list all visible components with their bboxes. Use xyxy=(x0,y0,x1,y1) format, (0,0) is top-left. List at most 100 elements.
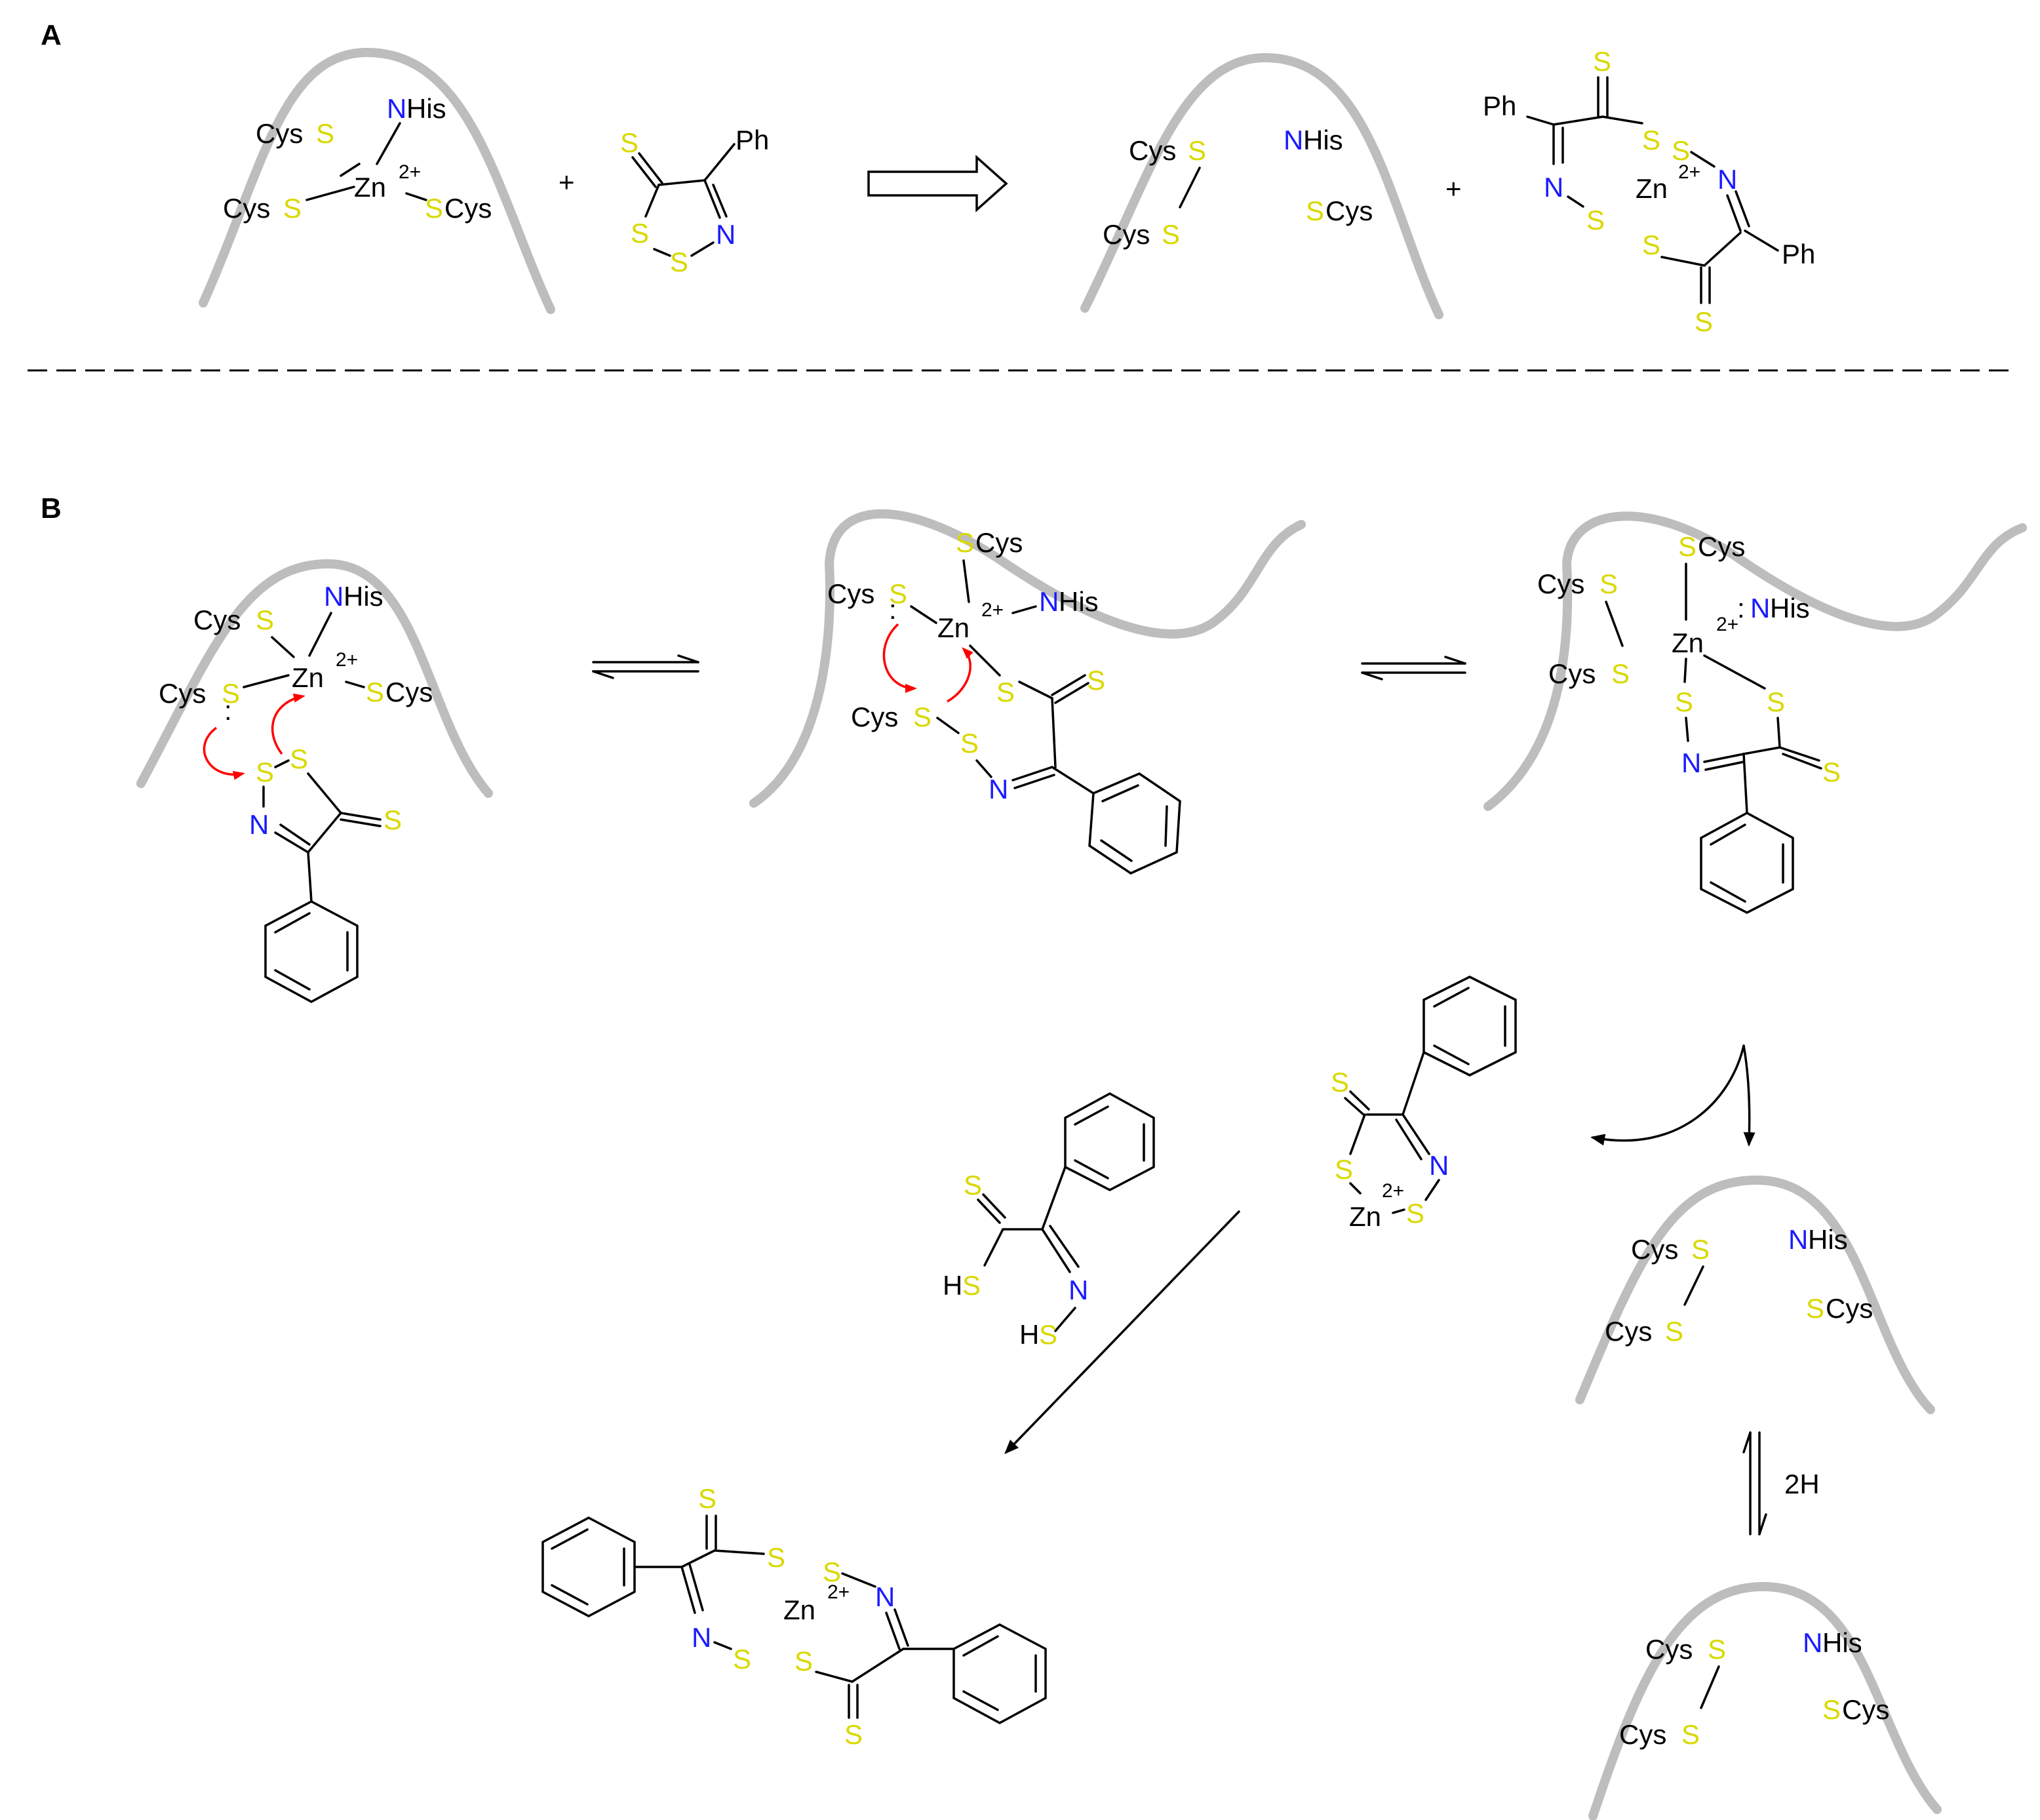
svg-text:Cys: Cys xyxy=(1325,195,1373,226)
svg-text:S: S xyxy=(283,193,302,224)
svg-text:S: S xyxy=(1681,1719,1700,1750)
svg-text:N: N xyxy=(989,774,1008,804)
svg-text:S: S xyxy=(366,677,384,707)
svg-text:S: S xyxy=(1672,135,1690,166)
svg-text:S: S xyxy=(823,1556,841,1587)
svg-text:S: S xyxy=(844,1719,863,1750)
zinc-intermediate-b2: S Cys Cys S : Zn 2+ N His S S Cys S S N xyxy=(827,527,1181,875)
svg-text:Cys: Cys xyxy=(1645,1634,1693,1665)
svg-text:N: N xyxy=(387,93,406,124)
svg-text:S: S xyxy=(962,1270,981,1301)
svg-text:S: S xyxy=(1767,686,1785,717)
svg-text:S: S xyxy=(1695,306,1713,337)
svg-text:S: S xyxy=(1406,1198,1424,1229)
svg-text:Zn: Zn xyxy=(783,1594,815,1625)
dithiazole-thione: S Ph N S S xyxy=(620,125,769,277)
equilibrium-arrow xyxy=(1361,656,1466,681)
zinc-site-a1: Cys S N His Zn 2+ Cys S S Cys xyxy=(223,93,492,224)
svg-text:S: S xyxy=(1586,205,1605,235)
svg-text:Cys: Cys xyxy=(1619,1719,1666,1750)
svg-text:Zn: Zn xyxy=(937,612,970,643)
disulfide-site-b5: Cys S Cys S N His S Cys xyxy=(1619,1627,1889,1750)
svg-text:Cys: Cys xyxy=(223,193,270,224)
svg-text:S: S xyxy=(1678,531,1697,562)
svg-text:Cys: Cys xyxy=(1537,568,1584,599)
svg-text:Cys: Cys xyxy=(827,578,874,609)
svg-text:S: S xyxy=(1593,46,1611,77)
svg-text:S: S xyxy=(1306,195,1324,226)
svg-text:Cys: Cys xyxy=(1631,1234,1678,1265)
svg-text::: : xyxy=(1737,593,1745,623)
svg-text:Zn: Zn xyxy=(354,172,386,203)
protein-loop xyxy=(136,559,493,798)
svg-text:Cys: Cys xyxy=(385,677,433,707)
svg-text:S: S xyxy=(222,678,240,709)
zinc-site-b1: Cys S N His Zn 2+ Cys S : S Cys S S S N xyxy=(159,581,433,1003)
svg-text:S: S xyxy=(290,743,308,774)
svg-text:N: N xyxy=(1750,593,1770,623)
svg-text:S: S xyxy=(1806,1293,1824,1324)
svg-text:S: S xyxy=(794,1646,813,1676)
svg-text:S: S xyxy=(1665,1316,1683,1347)
svg-text:S: S xyxy=(1822,1694,1841,1725)
svg-text:Cys: Cys xyxy=(1548,658,1596,689)
svg-text:S: S xyxy=(767,1542,785,1573)
svg-text:Cys: Cys xyxy=(193,604,241,635)
plus-sign: + xyxy=(559,167,575,197)
svg-text::: : xyxy=(889,594,897,625)
svg-text:His: His xyxy=(1059,586,1099,617)
svg-text:H: H xyxy=(943,1270,962,1301)
plus-sign: + xyxy=(1445,173,1462,204)
svg-text:N: N xyxy=(692,1622,711,1653)
svg-text:Ph: Ph xyxy=(1483,90,1516,121)
svg-text:Zn: Zn xyxy=(1349,1201,1381,1232)
svg-text:S: S xyxy=(1708,1634,1726,1665)
svg-text:S: S xyxy=(1642,125,1660,155)
reduction-equilibrium: 2H xyxy=(1742,1431,1820,1535)
svg-text:His: His xyxy=(1770,593,1810,623)
svg-text:S: S xyxy=(1087,665,1105,696)
svg-text:S: S xyxy=(733,1644,751,1674)
svg-text:2+: 2+ xyxy=(981,599,1004,621)
svg-text:S: S xyxy=(1611,658,1630,689)
svg-text:His: His xyxy=(1822,1627,1862,1658)
svg-text:Cys: Cys xyxy=(975,527,1023,558)
svg-text:Cys: Cys xyxy=(851,702,898,732)
svg-text:N: N xyxy=(1039,586,1059,617)
svg-text:S: S xyxy=(256,604,274,635)
svg-text:S: S xyxy=(889,578,907,609)
svg-text:S: S xyxy=(1162,219,1180,250)
svg-text:N: N xyxy=(324,581,343,612)
svg-text:2+: 2+ xyxy=(399,161,421,183)
panel-label-a: A xyxy=(41,19,62,51)
svg-text:Zn: Zn xyxy=(1636,173,1668,204)
svg-text:S: S xyxy=(670,247,688,277)
svg-text:2+: 2+ xyxy=(1382,1180,1404,1202)
svg-text:Cys: Cys xyxy=(256,118,303,149)
release-arrow xyxy=(1590,1044,1756,1147)
protein-loop xyxy=(1080,52,1443,319)
svg-text:Cys: Cys xyxy=(1103,219,1150,250)
svg-text:Cys: Cys xyxy=(1698,531,1745,562)
svg-text:Ph: Ph xyxy=(1782,239,1815,269)
svg-text:S: S xyxy=(996,677,1015,707)
zinc-complex-a: S Ph S N S Zn 2+ S N Ph S S xyxy=(1483,46,1815,337)
svg-text:Cys: Cys xyxy=(1842,1694,1889,1725)
svg-text:S: S xyxy=(960,728,979,759)
svg-text:N: N xyxy=(1284,125,1303,155)
svg-text:Cys: Cys xyxy=(159,678,206,709)
svg-text:H: H xyxy=(1019,1319,1039,1350)
svg-text:His: His xyxy=(1808,1224,1848,1255)
svg-text:S: S xyxy=(1335,1154,1353,1185)
svg-text:S: S xyxy=(1822,757,1841,787)
svg-text:S: S xyxy=(1039,1319,1057,1350)
svg-text:N: N xyxy=(1803,1627,1822,1658)
svg-text:S: S xyxy=(1675,686,1693,717)
svg-text:Cys: Cys xyxy=(1605,1316,1652,1347)
svg-text:S: S xyxy=(256,757,274,787)
disulfide-site-b4: Cys S Cys S N His S Cys xyxy=(1605,1224,1873,1347)
svg-text:N: N xyxy=(1544,172,1563,203)
protein-loop xyxy=(1575,1175,1935,1414)
svg-text:Cys: Cys xyxy=(1826,1293,1873,1324)
